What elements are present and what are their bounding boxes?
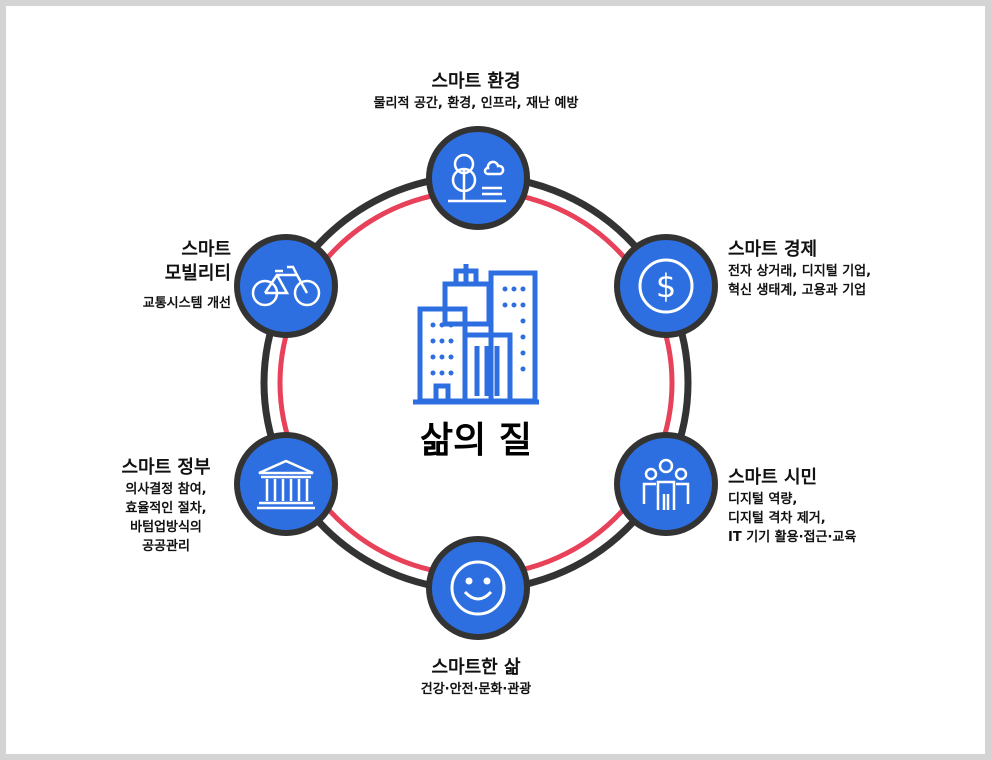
node-desc: 혁신 생태계, 고용과 기업 [728,283,867,298]
node-desc: 디지털 역량, [728,492,798,507]
node-desc: 의사결정 참여, [125,482,207,497]
node-title: 스마트 [181,239,231,260]
dollar-icon: $ [638,258,694,314]
node-smart-mobility [234,234,338,338]
node-desc: 디지털 격차 제거, [728,511,826,526]
node-title: 스마트 정부 [121,457,211,478]
label-smart-living: 스마트한 삶 건강·안전·문화·관광 [336,656,616,699]
node-desc: 바텀업방식의 [130,520,202,535]
label-smart-government: 스마트 정부 의사결정 참여, 효율적인 절차, 바텀업방식의 공공관리 [96,456,236,556]
node-desc: 공공관리 [142,539,190,554]
people-icon [642,458,690,510]
label-smart-economy: 스마트 경제 전자 상거래, 디지털 기업, 혁신 생태계, 고용과 기업 [728,238,871,300]
node-title: 스마트한 삶 [431,657,521,678]
center-title: 삶의 질 [420,420,532,461]
label-smart-citizen: 스마트 시민 디지털 역량, 디지털 격차 제거, IT 기기 활용·접근·교육 [728,466,856,547]
node-desc: 효율적인 절차, [125,501,207,516]
city-buildings-icon [413,264,539,405]
node-title: 스마트 경제 [728,239,818,260]
node-desc: 교통시스템 개선 [142,296,231,311]
node-smart-economy: $ [614,234,718,338]
svg-text:$: $ [656,267,676,305]
bicycle-icon [251,265,321,307]
node-desc: 건강·안전·문화·관광 [420,682,532,697]
node-title: 모빌리티 [164,263,231,284]
node-desc: 전자 상거래, 디지털 기업, [728,264,872,279]
label-smart-mobility: 스마트 모빌리티 교통시스템 개선 [96,238,231,313]
smiley-icon [450,560,506,616]
node-smart-government [234,432,338,536]
node-title: 스마트 시민 [728,467,818,488]
park-tree-icon [448,153,506,203]
node-smart-living [426,536,530,640]
government-building-icon [257,459,315,510]
node-desc: IT 기기 활용·접근·교육 [728,530,857,545]
node-smart-environment [426,126,530,230]
node-desc: 물리적 공간, 환경, 인프라, 재난 예방 [373,96,579,111]
node-title: 스마트 환경 [431,71,521,92]
label-smart-environment: 스마트 환경 물리적 공간, 환경, 인프라, 재난 예방 [306,70,646,113]
node-smart-citizen [614,432,718,536]
